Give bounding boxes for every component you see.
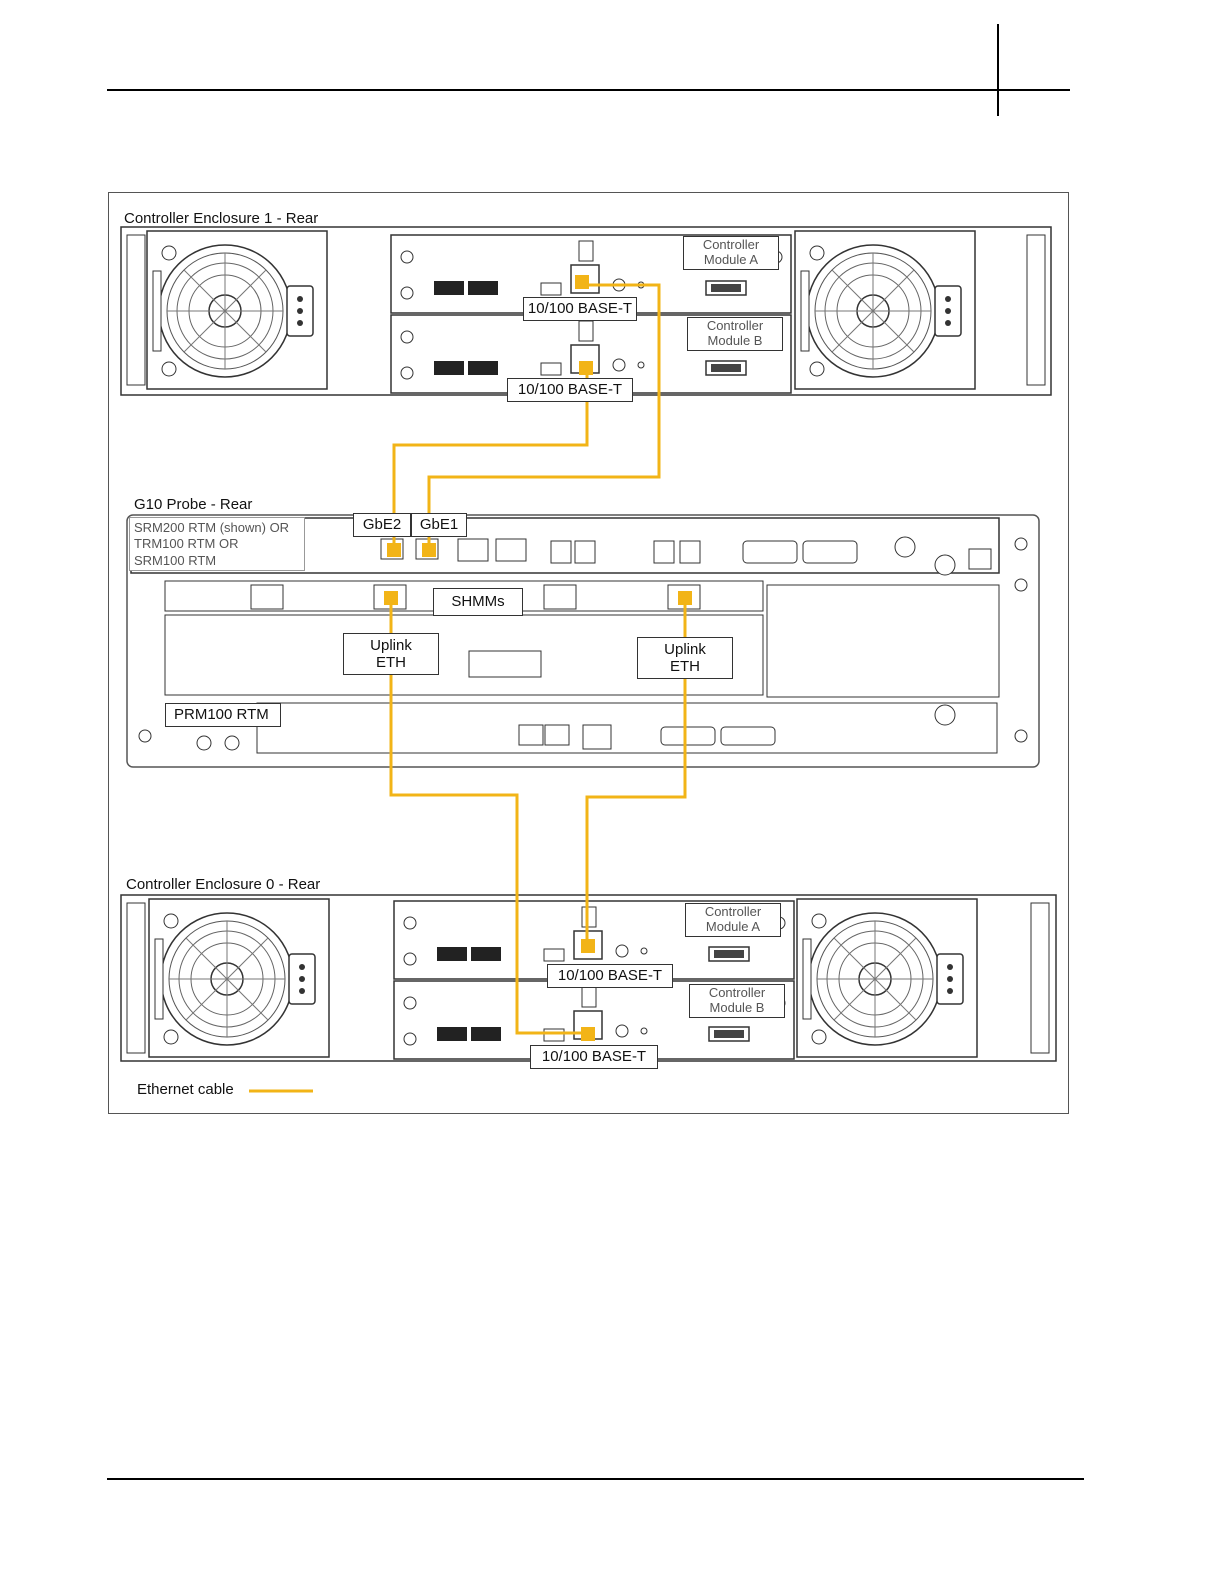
enclosure-1-title: Controller Enclosure 1 - Rear [124, 210, 319, 227]
gbe2-label: GbE2 [353, 513, 411, 537]
cable-uplink-left-to-enc0-b [389, 596, 581, 1035]
prm100-label: PRM100 RTM [165, 703, 281, 727]
uplink-eth-left-label: Uplink ETH [343, 633, 439, 675]
enclosure-0-title: Controller Enclosure 0 - Rear [126, 876, 321, 893]
enc0-controller-a-label: Controller Module A [685, 903, 781, 937]
shmms-label: SHMMs [433, 588, 523, 616]
probe-title: G10 Probe - Rear [134, 496, 253, 513]
rtm-note: SRM200 RTM (shown) OR TRM100 RTM OR SRM1… [129, 517, 305, 571]
uplink-eth-right-label: Uplink ETH [637, 637, 733, 679]
enc1-port-b-label: 10/100 BASE-T [507, 378, 633, 402]
footer-rule [107, 1478, 1084, 1480]
rtm-note-line-2: TRM100 RTM OR [134, 536, 239, 552]
port-highlights [384, 275, 692, 1041]
enc1-controller-a-label: Controller Module A [683, 236, 779, 270]
figure-frame: Controller Enclosure 1 - Rear G10 Probe … [108, 192, 1069, 1114]
rtm-note-line-3: SRM100 RTM [134, 552, 217, 568]
enc0-controller-b-label: Controller Module B [689, 984, 785, 1018]
header-vertical-rule [997, 24, 999, 116]
cable-uplink-right-to-enc0-a [585, 596, 687, 945]
rtm-note-line-1: SRM200 RTM (shown) OR [134, 520, 290, 535]
gbe1-label: GbE1 [411, 513, 467, 537]
legend-label: Ethernet cable [137, 1081, 234, 1098]
header-rule [107, 89, 1070, 91]
enc1-controller-b-label: Controller Module B [687, 317, 783, 351]
cable-enc1-a-to-gbe1 [427, 283, 661, 545]
cable-enc1-b-to-gbe2 [392, 371, 589, 545]
ethernet-cables [249, 283, 687, 1093]
enc0-port-a-label: 10/100 BASE-T [547, 964, 673, 988]
enc1-port-a-label: 10/100 BASE-T [523, 297, 637, 321]
enc0-port-b-label: 10/100 BASE-T [530, 1045, 658, 1069]
